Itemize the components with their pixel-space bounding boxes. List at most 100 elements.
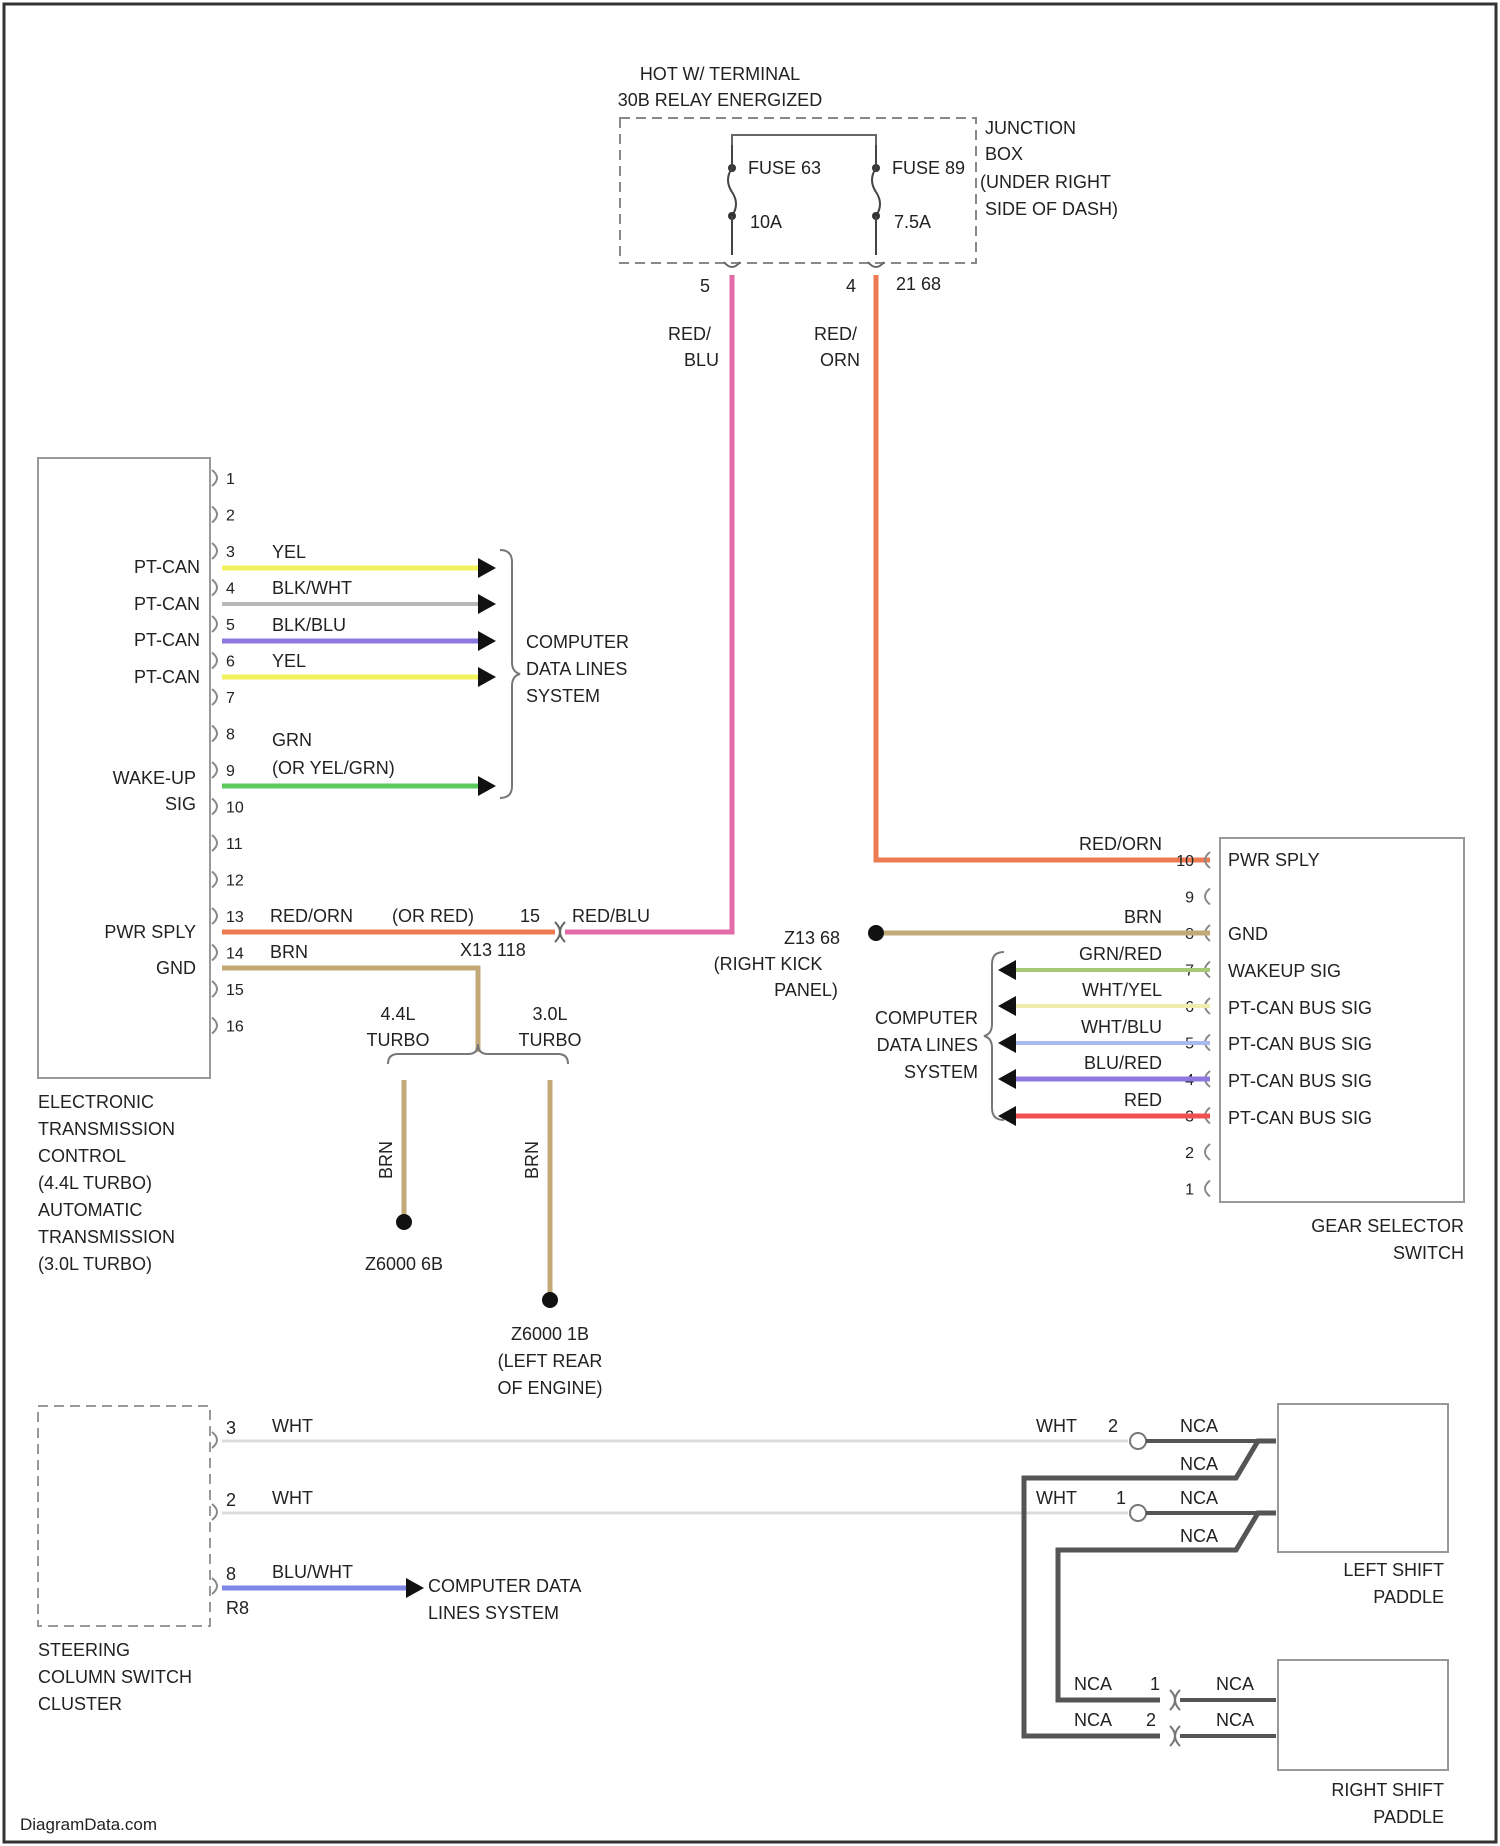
tcm-pin-number: 15 [226, 982, 244, 999]
gs-data-system-1: COMPUTER [875, 1008, 978, 1028]
gear-switch-box [1220, 838, 1464, 1202]
lp-pin-2: 2 [1108, 1416, 1118, 1436]
tcm-pin-number: 14 [226, 946, 244, 963]
right-paddle-name-2: PADDLE [1373, 1807, 1444, 1827]
gs-data-system-3: SYSTEM [904, 1062, 978, 1082]
lp-nca-3: NCA [1180, 1488, 1218, 1508]
gs-pin-number: 9 [1185, 890, 1194, 907]
gs-wire-w7: GRN/RED [1079, 944, 1162, 964]
hot-terminal-label: HOT W/ TERMINAL [640, 64, 800, 84]
gs-pin-number: 10 [1176, 853, 1194, 870]
tcm-pin-number: 13 [226, 909, 244, 926]
gs-label-p6: PT-CAN BUS SIG [1228, 998, 1372, 1018]
gs-label-p3: PT-CAN BUS SIG [1228, 1108, 1372, 1128]
left-paddle-name-1: LEFT SHIFT [1343, 1560, 1444, 1580]
tcm-pin-number: 5 [226, 617, 235, 634]
tcm-pin-number: 10 [226, 800, 244, 817]
tcm-name-2: TRANSMISSION [38, 1119, 175, 1139]
rp-pin-1: 1 [1150, 1674, 1160, 1694]
tcm-pin-number: 3 [226, 544, 235, 561]
tcm-name-6: TRANSMISSION [38, 1227, 175, 1247]
steering-conn: R8 [226, 1598, 249, 1618]
lp-wire-2: WHT [1036, 1416, 1077, 1436]
ground-b-label-2: (LEFT REAR [498, 1351, 603, 1371]
tcm-label-wake2: SIG [165, 794, 196, 814]
gs-name-2: SWITCH [1393, 1243, 1464, 1263]
steering-name-1: STEERING [38, 1640, 130, 1660]
ground-wire-b-label: BRN [522, 1141, 542, 1179]
junction-box-label-3: (UNDER RIGHT [980, 172, 1111, 192]
gs-wire-w5: WHT/BLU [1081, 1017, 1162, 1037]
splice-wire: RED/BLU [572, 906, 650, 926]
steering-wire-3: WHT [272, 1416, 313, 1436]
wire-brn-14-label: BRN [270, 942, 308, 962]
gs-ground-3: PANEL) [774, 980, 838, 1000]
tcm-pin-number: 1 [226, 471, 235, 488]
gs-label-p10: PWR SPLY [1228, 850, 1320, 870]
fuse-63-label: FUSE 63 [748, 158, 821, 178]
gs-ground-2: (RIGHT KICK [714, 954, 823, 974]
gs-wire-w6: WHT/YEL [1082, 980, 1162, 1000]
wire-blkwht-4-label: BLK/WHT [272, 578, 352, 598]
wire-blkblu-5-label: BLK/BLU [272, 615, 346, 635]
gs-wire-w3: RED [1124, 1090, 1162, 1110]
gs-label-p7: WAKEUP SIG [1228, 961, 1341, 981]
right-paddle-box [1278, 1660, 1448, 1770]
fuse-89-connector: 21 68 [896, 274, 941, 294]
ground-b-label-1: Z6000 1B [511, 1324, 589, 1344]
tcm-pin-number: 7 [226, 690, 235, 707]
rp-nca-1: NCA [1074, 1674, 1112, 1694]
tcm-label-gnd: GND [156, 958, 196, 978]
fuse-89-amp: 7.5A [894, 212, 931, 232]
wire-red-blu-label-1: RED/ [668, 324, 711, 344]
variant-a-1: 4.4L [380, 1004, 415, 1024]
tcm-pin-number: 6 [226, 654, 235, 671]
splice-connector: X13 118 [460, 940, 526, 960]
tcm-data-system-3: SYSTEM [526, 686, 600, 706]
junction-box-label-4: SIDE OF DASH) [985, 199, 1118, 219]
tcm-name-5: AUTOMATIC [38, 1200, 142, 1220]
wire-red-orn-label-1: RED/ [814, 324, 857, 344]
steering-wire-2: WHT [272, 1488, 313, 1508]
tcm-label-can3: PT-CAN [134, 557, 200, 577]
rp-nca-3: NCA [1074, 1710, 1112, 1730]
wire-grn-9-alt-label: (OR YEL/GRN) [272, 758, 395, 778]
fuse-89-label: FUSE 89 [892, 158, 965, 178]
wire-yel-3-label: YEL [272, 542, 306, 562]
footer-watermark: DiagramData.com [20, 1815, 157, 1834]
lp-nca-2: NCA [1180, 1454, 1218, 1474]
rp-pin-2: 2 [1146, 1710, 1156, 1730]
tcm-data-system-1: COMPUTER [526, 632, 629, 652]
lp-nca-1: NCA [1180, 1416, 1218, 1436]
ground-b-icon [542, 1292, 558, 1308]
steering-pin-2: 2 [226, 1490, 236, 1510]
right-paddle-name-1: RIGHT SHIFT [1331, 1780, 1444, 1800]
tcm-data-system-2: DATA LINES [526, 659, 627, 679]
variant-a-2: TURBO [367, 1030, 430, 1050]
steering-data-1: COMPUTER DATA [428, 1576, 581, 1596]
gs-wire-w4: BLU/RED [1084, 1053, 1162, 1073]
fuse-63-amp: 10A [750, 212, 782, 232]
steering-pin-3: 3 [226, 1418, 236, 1438]
wire-red-orn-13-alt: (OR RED) [392, 906, 474, 926]
gs-ground-icon [868, 925, 884, 941]
gs-ground-1: Z13 68 [784, 928, 840, 948]
ground-b-label-3: OF ENGINE) [497, 1378, 602, 1398]
gs-label-p4: PT-CAN BUS SIG [1228, 1071, 1372, 1091]
tcm-label-pwr: PWR SPLY [104, 922, 196, 942]
gs-data-system-2: DATA LINES [877, 1035, 978, 1055]
tcm-name-3: CONTROL [38, 1146, 126, 1166]
gs-label-p5: PT-CAN BUS SIG [1228, 1034, 1372, 1054]
junction-box-label-1: JUNCTION [985, 118, 1076, 138]
tcm-pin-number: 11 [226, 836, 243, 853]
tcm-name-7: (3.0L TURBO) [38, 1254, 152, 1274]
gs-wire-w10: RED/ORN [1079, 834, 1162, 854]
tcm-pin-number: 12 [226, 873, 244, 890]
relay-energized-label: 30B RELAY ENERGIZED [618, 90, 822, 110]
ground-a-label: Z6000 6B [365, 1254, 443, 1274]
variant-b-2: TURBO [519, 1030, 582, 1050]
steering-data-2: LINES SYSTEM [428, 1603, 559, 1623]
tcm-label-wake1: WAKE-UP [113, 768, 196, 788]
lp-nca-4: NCA [1180, 1526, 1218, 1546]
